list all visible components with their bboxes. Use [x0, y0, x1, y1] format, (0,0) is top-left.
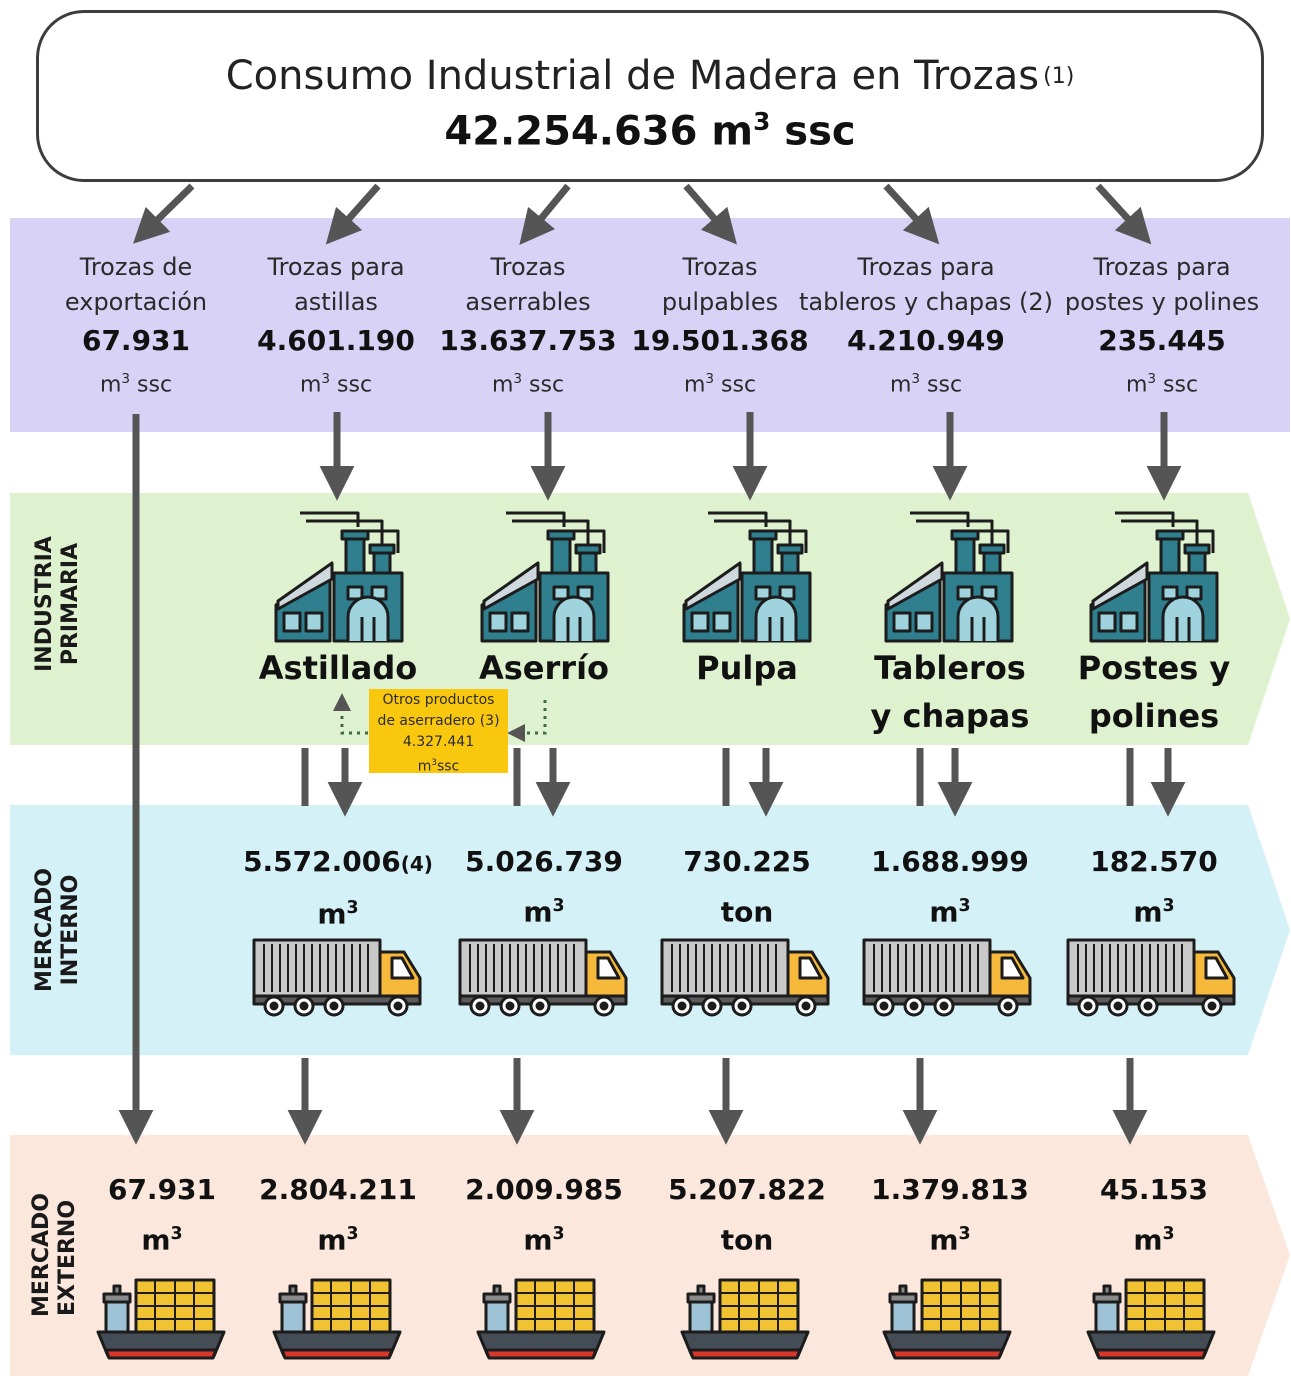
category-aserrables: Trozas aserrables 13.637.753 m3 ssc — [418, 250, 638, 402]
category-line1: Trozas para — [1093, 253, 1231, 281]
category-unit: m3 ssc — [99, 371, 173, 398]
category-line1: Trozas — [490, 253, 566, 281]
factory-icon — [476, 505, 616, 645]
category-unit: m3 ssc — [1125, 371, 1199, 398]
industry-label-pulpa: Pulpa — [696, 649, 798, 687]
externo-value-exportacion: 67.931 m3 — [107, 1173, 217, 1257]
factory-icon — [1085, 505, 1225, 645]
total-consumption-box: Consumo Industrial de Madera en Trozas(1… — [36, 10, 1264, 182]
category-value: 235.445 — [1098, 324, 1226, 357]
category-line2: postes y polines — [1064, 288, 1260, 316]
title-text: Consumo Industrial de Madera en Trozas — [225, 53, 1040, 99]
externo-value-tableros: 1.379.813 m3 — [871, 1173, 1029, 1257]
total-number: 42.254.636 — [444, 108, 698, 155]
total-unit: m — [711, 108, 754, 155]
category-line2: exportación — [64, 288, 208, 316]
truck-icon — [1066, 938, 1238, 1018]
total-value: 42.254.636 m3 ssc — [39, 107, 1261, 154]
note-line1: Otros productos — [382, 692, 495, 708]
category-postes: Trozas para postes y polines 235.445 m3 … — [1052, 250, 1272, 402]
note-line2: de aserradero (3) — [377, 713, 500, 729]
truck-icon — [862, 938, 1034, 1018]
category-pulpables: Trozas pulpables 19.501.368 m3 ssc — [610, 250, 830, 402]
total-unit-suffix: ssc — [770, 108, 856, 155]
interno-value-pulpa: 730.225 ton — [683, 845, 811, 929]
category-unit: m3 ssc — [889, 371, 963, 398]
interno-value-astillado: 5.572.006(4) m3 — [243, 845, 433, 931]
category-exportacion: Trozas de exportación 67.931 m3 ssc — [26, 250, 246, 402]
category-astillas: Trozas para astillas 4.601.190 m3 ssc — [226, 250, 446, 402]
interno-value-postes: 182.570 m3 — [1090, 845, 1218, 929]
factory-icon — [880, 505, 1020, 645]
category-line2: aserrables — [465, 288, 591, 316]
title-note: (1) — [1043, 64, 1075, 89]
interno-value-aserrio: 5.026.739 m3 — [465, 845, 623, 929]
category-line2: pulpables — [661, 288, 779, 316]
category-tableros: Trozas para tableros y chapas (2) 4.210.… — [796, 250, 1056, 402]
total-unit-exp: 3 — [753, 107, 771, 136]
ship-icon — [680, 1276, 812, 1366]
factory-icon — [270, 505, 410, 645]
note-value: 4.327.441 — [402, 734, 475, 750]
ship-icon — [476, 1276, 608, 1366]
category-value: 4.210.949 — [847, 324, 1005, 357]
category-value: 67.931 — [81, 324, 191, 357]
category-unit: m3 ssc — [299, 371, 373, 398]
industry-label-aserrio: Aserrío — [478, 649, 610, 687]
ship-icon — [1086, 1276, 1218, 1366]
ship-icon — [882, 1276, 1014, 1366]
otros-productos-note: Otros productos de aserradero (3) 4.327.… — [369, 689, 508, 775]
factory-icon — [678, 505, 818, 645]
externo-value-astillado: 2.804.211 m3 — [259, 1173, 417, 1257]
category-value: 19.501.368 — [631, 324, 809, 357]
category-line1: Trozas para — [857, 253, 995, 281]
main-title: Consumo Industrial de Madera en Trozas(1… — [39, 53, 1261, 99]
truck-icon — [252, 938, 424, 1018]
category-unit: m3 ssc — [491, 371, 565, 398]
ship-icon — [96, 1276, 228, 1366]
category-line1: Trozas — [682, 253, 758, 281]
category-line2: astillas — [294, 288, 378, 316]
category-line2: tableros y chapas (2) — [799, 288, 1053, 316]
trozas-band — [10, 218, 1290, 432]
externo-value-aserrio: 2.009.985 m3 — [465, 1173, 623, 1257]
category-value: 4.601.190 — [257, 324, 415, 357]
industry-label-astillado: Astillado — [258, 649, 418, 687]
externo-value-pulpa: 5.207.822 ton — [668, 1173, 826, 1257]
truck-icon — [660, 938, 832, 1018]
interno-value-tableros: 1.688.999 m3 — [871, 845, 1029, 929]
category-line1: Trozas para — [267, 253, 405, 281]
ship-icon — [272, 1276, 404, 1366]
category-unit: m3 ssc — [683, 371, 757, 398]
note-unit: m3ssc — [417, 758, 460, 775]
truck-icon — [458, 938, 630, 1018]
category-line1: Trozas de — [79, 253, 193, 281]
mercado-interno-band — [10, 805, 1290, 1055]
industria-primaria-band — [10, 493, 1290, 745]
externo-value-postes: 45.153 m3 — [1099, 1173, 1209, 1257]
category-value: 13.637.753 — [439, 324, 617, 357]
